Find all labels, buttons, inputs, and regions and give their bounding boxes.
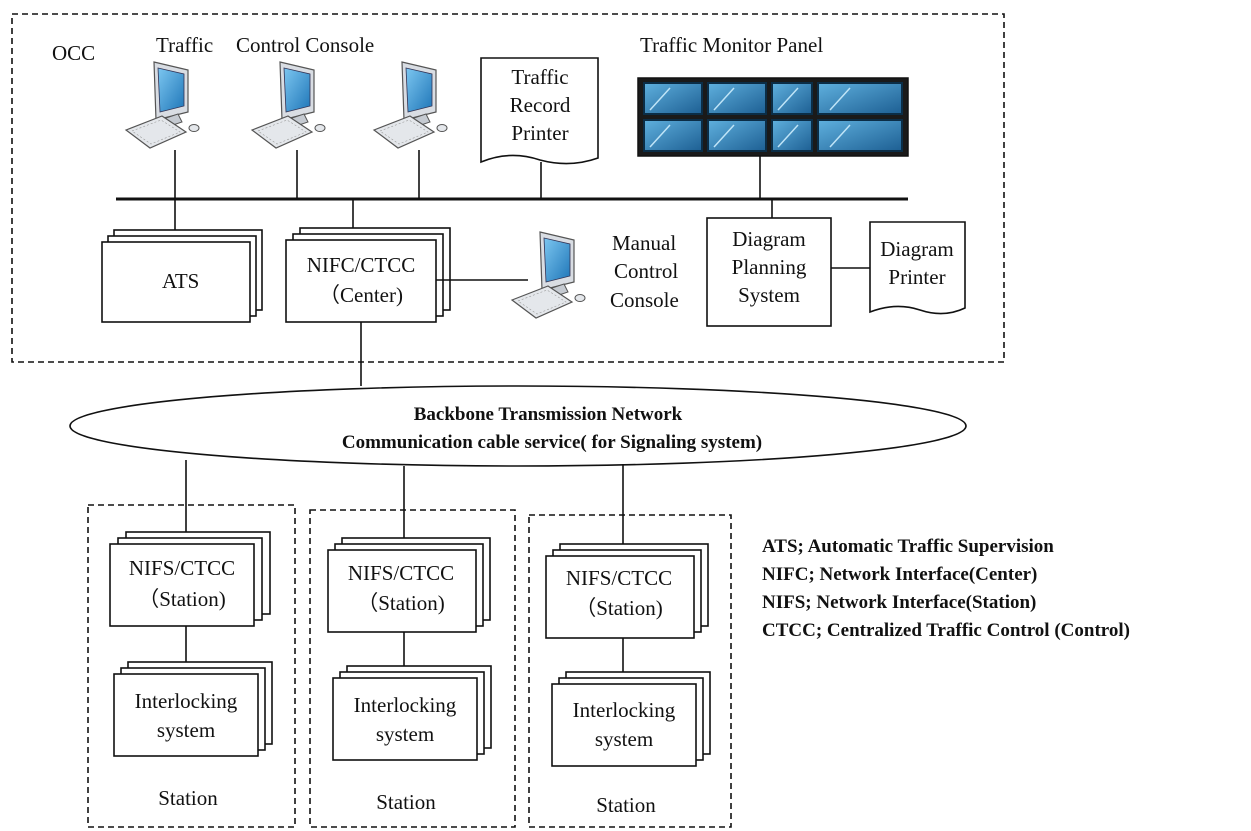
legend-item: CTCC; Centralized Traffic Control (Contr… <box>762 620 1130 641</box>
nifs-label-2: （Station) <box>575 596 663 620</box>
ats-label: ATS <box>162 269 199 293</box>
station-boundary <box>87 504 296 828</box>
legend: ATS; Automatic Traffic Supervision NIFC;… <box>762 536 1130 641</box>
manual-console-label-2: Control <box>614 259 678 283</box>
diagram-planning-label-3: System <box>738 283 800 307</box>
diagram-planning-label-2: Planning <box>732 255 807 279</box>
control-console-label: Control Console <box>236 33 374 57</box>
computer-icon <box>373 61 448 149</box>
occ-boundary <box>11 13 1005 363</box>
nifs-box <box>109 543 255 627</box>
diagram-planning-label-1: Diagram <box>732 227 805 251</box>
monitor-panel-label: Traffic Monitor Panel <box>640 33 823 57</box>
interlocking-box <box>332 677 478 761</box>
nifc-label-1: NIFC/CTCC <box>307 253 416 277</box>
nifc-label-2: （Center) <box>319 283 403 307</box>
record-printer-label-1: Traffic <box>511 65 568 89</box>
ats-box <box>101 229 263 323</box>
station-label: Station <box>158 786 218 810</box>
interlocking-label-1: Interlocking <box>135 689 238 713</box>
nifs-box <box>545 555 695 639</box>
nifs-label-1: NIFS/CTCC <box>129 556 235 580</box>
record-printer-icon <box>480 57 599 165</box>
interlocking-box <box>551 683 697 767</box>
station-boundary <box>309 509 516 828</box>
monitor-panel-icon <box>637 77 909 157</box>
backbone-title: Backbone Transmission Network <box>414 404 683 425</box>
record-printer-label-3: Printer <box>511 121 568 145</box>
station-label: Station <box>596 793 656 817</box>
interlocking-label-1: Interlocking <box>354 693 457 717</box>
interlocking-label-2: system <box>376 722 434 746</box>
nifc-box <box>285 227 451 323</box>
nifs-box <box>327 549 477 633</box>
interlocking-box <box>113 673 259 757</box>
legend-item: ATS; Automatic Traffic Supervision <box>762 536 1054 557</box>
diagram-printer-icon <box>869 221 966 315</box>
occ-title: OCC <box>52 41 95 65</box>
manual-console-computer-icon <box>511 231 586 319</box>
interlocking-label-1: Interlocking <box>573 698 676 722</box>
nifs-label-2: （Station) <box>138 587 226 611</box>
computer-icon <box>251 61 326 149</box>
diagram-printer-label-1: Diagram <box>880 237 953 261</box>
station-group: NIFS/CTCC （Station) Interlocking system … <box>309 509 516 828</box>
interlocking-label-2: system <box>157 718 215 742</box>
station-group: NIFS/CTCC （Station) Interlocking system … <box>528 514 732 828</box>
station-label: Station <box>376 790 436 814</box>
computer-icon <box>125 61 200 149</box>
legend-item: NIFS; Network Interface(Station) <box>762 592 1036 613</box>
record-printer-label-2: Record <box>510 93 571 117</box>
manual-console-label-3: Console <box>610 288 679 312</box>
backbone-subtitle: Communication cable service( for Signali… <box>342 432 762 453</box>
nifs-label-1: NIFS/CTCC <box>348 561 454 585</box>
nifs-label-2: （Station) <box>357 591 445 615</box>
diagram-planning-box <box>706 217 832 327</box>
backbone-network-ellipse <box>69 385 967 467</box>
traffic-label: Traffic <box>156 33 213 57</box>
station-group: NIFS/CTCC （Station) Interlocking system … <box>87 504 296 828</box>
interlocking-label-2: system <box>595 727 653 751</box>
nifs-label-1: NIFS/CTCC <box>566 566 672 590</box>
legend-item: NIFC; Network Interface(Center) <box>762 564 1037 585</box>
manual-console-label-1: Manual <box>612 231 676 255</box>
diagram-printer-label-2: Printer <box>888 265 945 289</box>
station-boundary <box>528 514 732 828</box>
